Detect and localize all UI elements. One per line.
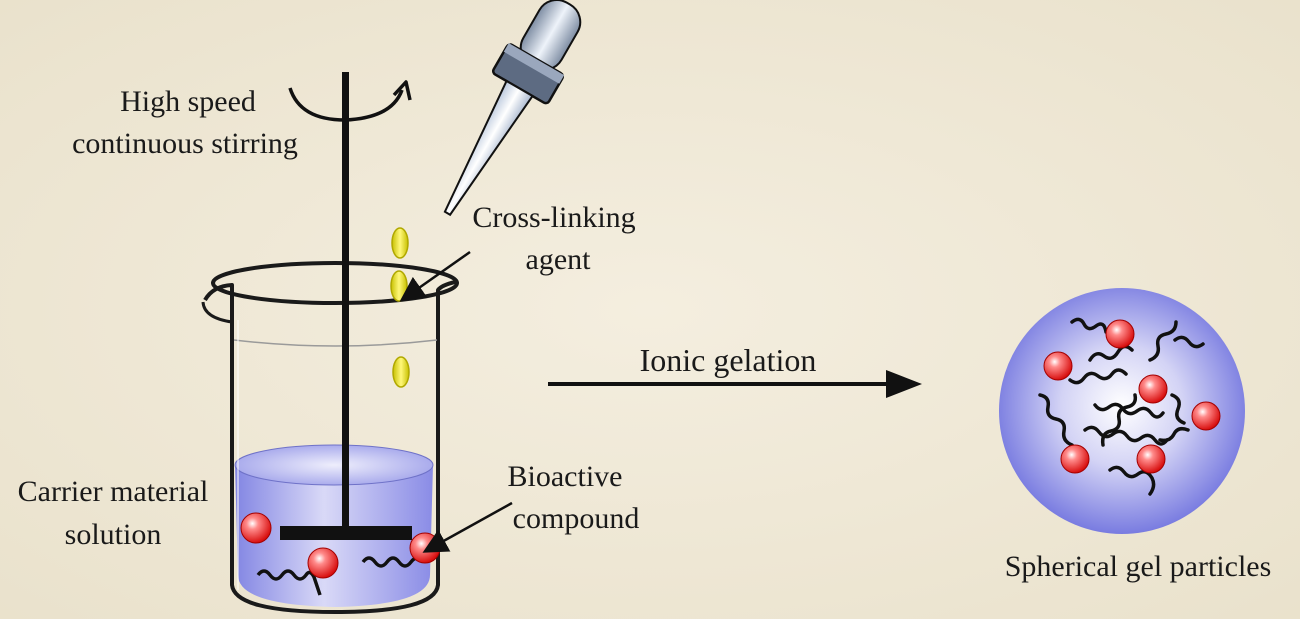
stirring-label-line1: High speed [120, 85, 256, 118]
polymer-network [1038, 317, 1205, 496]
crosslinker-pointer [399, 250, 471, 302]
bioactive-particle [1060, 444, 1090, 474]
polymer-chain [1148, 320, 1178, 362]
process-label: Ionic gelation [640, 342, 817, 378]
polymer-chain [1170, 393, 1186, 425]
beaker-inner-line [233, 339, 438, 347]
result-label: Spherical gel particles [1005, 550, 1272, 583]
gel-particle [999, 288, 1245, 534]
polymer-chain [256, 569, 322, 596]
bioactive-particle [240, 512, 272, 544]
bioactive-particle [1136, 444, 1166, 474]
bioactive-particle [307, 547, 339, 579]
carrier-label-line1: Carrier material [18, 475, 209, 508]
stirrer [280, 72, 412, 540]
polymer-chain [1038, 393, 1074, 447]
stirrer-shaft [342, 72, 349, 532]
bioactive-particle [1043, 351, 1073, 381]
crosslinker-droplet [390, 270, 408, 302]
bioactive-label-line1: Bioactive [508, 460, 623, 493]
polymer-chain [1108, 465, 1156, 496]
stirrer-blade [280, 526, 412, 540]
crosslinker-label-line1: Cross-linking [472, 201, 635, 234]
polymer-chain [1100, 393, 1138, 447]
bioactive-particle [409, 532, 441, 564]
crosslinker-droplet [391, 227, 409, 259]
polymer-chain [1070, 317, 1108, 334]
polymer-chain [361, 556, 425, 568]
bioactive-label-line2: compound [513, 502, 640, 535]
rotation-arrow-head [392, 80, 412, 101]
polymer-chain [1173, 335, 1205, 349]
crosslinker-droplet [392, 356, 410, 388]
rotation-arrow [288, 87, 404, 122]
solution-surface [234, 444, 434, 486]
dropper [443, 0, 582, 217]
polymer-chain [1068, 368, 1128, 385]
polymer-chain [1093, 402, 1165, 419]
beaker-spout [201, 301, 233, 324]
crosslinker-label-line2: agent [526, 243, 592, 276]
polymer-chain [1083, 425, 1169, 446]
beaker-rim [211, 261, 459, 305]
beaker-wall [203, 280, 456, 614]
process-arrow-head [886, 370, 922, 398]
bioactive-particle [1191, 401, 1221, 431]
polymer-chain [1158, 426, 1190, 443]
carrier-label-line2: solution [65, 518, 162, 551]
stirring-label-line2: continuous stirring [72, 127, 298, 160]
dropper-cap-band [503, 43, 565, 84]
dropper-tube [443, 79, 534, 217]
bioactive-pointer [422, 501, 513, 553]
bioactive-particle [1138, 374, 1168, 404]
bioactive-particle [1105, 319, 1135, 349]
